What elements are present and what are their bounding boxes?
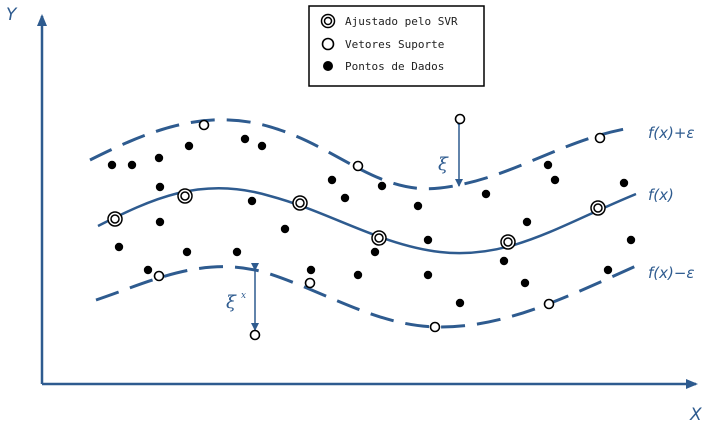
y-axis-label: Y (6, 5, 18, 25)
legend-label-fitted: Ajustado pelo SVR (345, 15, 458, 28)
legend-item-fitted: Ajustado pelo SVR (320, 13, 458, 29)
data-point (107, 160, 117, 170)
xi-star-superscript: x (241, 291, 246, 301)
data-point (327, 175, 337, 185)
data-point (182, 247, 192, 257)
support-vector (249, 329, 261, 341)
data-point (184, 141, 194, 151)
svr-fitted-point (292, 195, 308, 211)
data-point (232, 247, 242, 257)
data-point (280, 224, 290, 234)
support-vector (153, 270, 165, 282)
legend-item-data: Pontos de Dados (323, 60, 444, 73)
data-point (143, 265, 153, 275)
support-vectors (153, 113, 606, 341)
support-vector (304, 277, 316, 289)
svr-fitted-point (177, 188, 193, 204)
xi-label: ξ (438, 154, 449, 175)
legend-item-support: Vetores Suporte (321, 37, 444, 51)
svr-fitted-point (500, 234, 516, 250)
legend-label-support: Vetores Suporte (345, 38, 444, 51)
data-point (413, 201, 423, 211)
data-point (619, 178, 629, 188)
filled-circle-icon (323, 61, 333, 71)
data-point (423, 235, 433, 245)
data-point (520, 278, 530, 288)
support-vector (454, 113, 466, 125)
xi-star-label: ξ (226, 292, 237, 313)
support-vector (594, 132, 606, 144)
data-point (155, 182, 165, 192)
data-points (107, 134, 636, 308)
x-axis-label: X (689, 405, 702, 425)
data-point (455, 298, 465, 308)
data-point (353, 270, 363, 280)
data-point (603, 265, 613, 275)
data-point (377, 181, 387, 191)
data-point (306, 265, 316, 275)
data-point (370, 247, 380, 257)
lower-curve-label: f(x)−ε (648, 264, 695, 282)
data-point (423, 270, 433, 280)
legend-box (308, 5, 485, 87)
data-point (626, 235, 636, 245)
data-point (522, 217, 532, 227)
data-point (340, 193, 350, 203)
legend-label-data: Pontos de Dados (345, 60, 444, 73)
support-vector (543, 298, 555, 310)
support-vector (352, 160, 364, 172)
svr-fitted-points (107, 188, 606, 250)
center-curve-label: f(x) (648, 186, 674, 204)
support-vector (429, 321, 441, 333)
data-point (247, 196, 257, 206)
data-point (550, 175, 560, 185)
data-point (114, 242, 124, 252)
ring-dot-icon (320, 13, 336, 29)
upper-epsilon-curve (89, 118, 631, 191)
svr-fitted-point (107, 211, 123, 227)
data-point (257, 141, 267, 151)
open-circle-icon (321, 37, 335, 51)
data-point (481, 189, 491, 199)
legend: Ajustado pelo SVR Vetores Suporte Pontos… (308, 5, 485, 87)
lower-epsilon-curve (95, 264, 637, 329)
data-point (240, 134, 250, 144)
data-point (499, 256, 509, 266)
svr-fitted-point (371, 230, 387, 246)
data-point (127, 160, 137, 170)
upper-curve-label: f(x)+ε (648, 124, 695, 142)
data-point (155, 217, 165, 227)
data-point (154, 153, 164, 163)
support-vector (198, 119, 210, 131)
svr-fitted-point (590, 200, 606, 216)
data-point (543, 160, 553, 170)
